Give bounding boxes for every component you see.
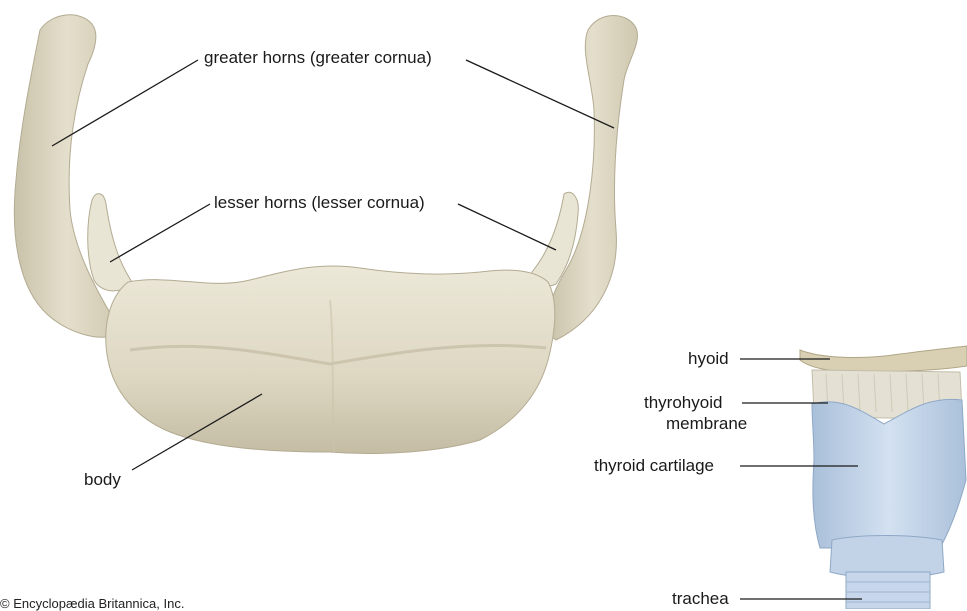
trachea-shape (846, 572, 930, 609)
label-thyrohyoid: thyrohyoid (644, 393, 722, 413)
label-lesser-horns: lesser horns (lesser cornua) (214, 193, 425, 213)
label-thyrohyoid-membrane: membrane (666, 414, 747, 434)
thyroid-cartilage-shape (812, 399, 966, 548)
left-lesser-horn-shape (88, 194, 132, 291)
label-thyroid-cartilage: thyroid cartilage (594, 456, 714, 476)
leader-lesser-horn-left (110, 204, 210, 262)
label-body: body (84, 470, 121, 490)
hyoid-body-shape (106, 266, 555, 454)
label-hyoid: hyoid (688, 349, 729, 369)
hyoid-bone-illustration (14, 15, 637, 454)
label-greater-horns: greater horns (greater cornua) (204, 48, 432, 68)
larynx-illustration (800, 346, 967, 609)
right-greater-horn-shape (547, 16, 637, 341)
label-trachea: trachea (672, 589, 729, 609)
leader-lesser-horn-right (458, 204, 556, 250)
